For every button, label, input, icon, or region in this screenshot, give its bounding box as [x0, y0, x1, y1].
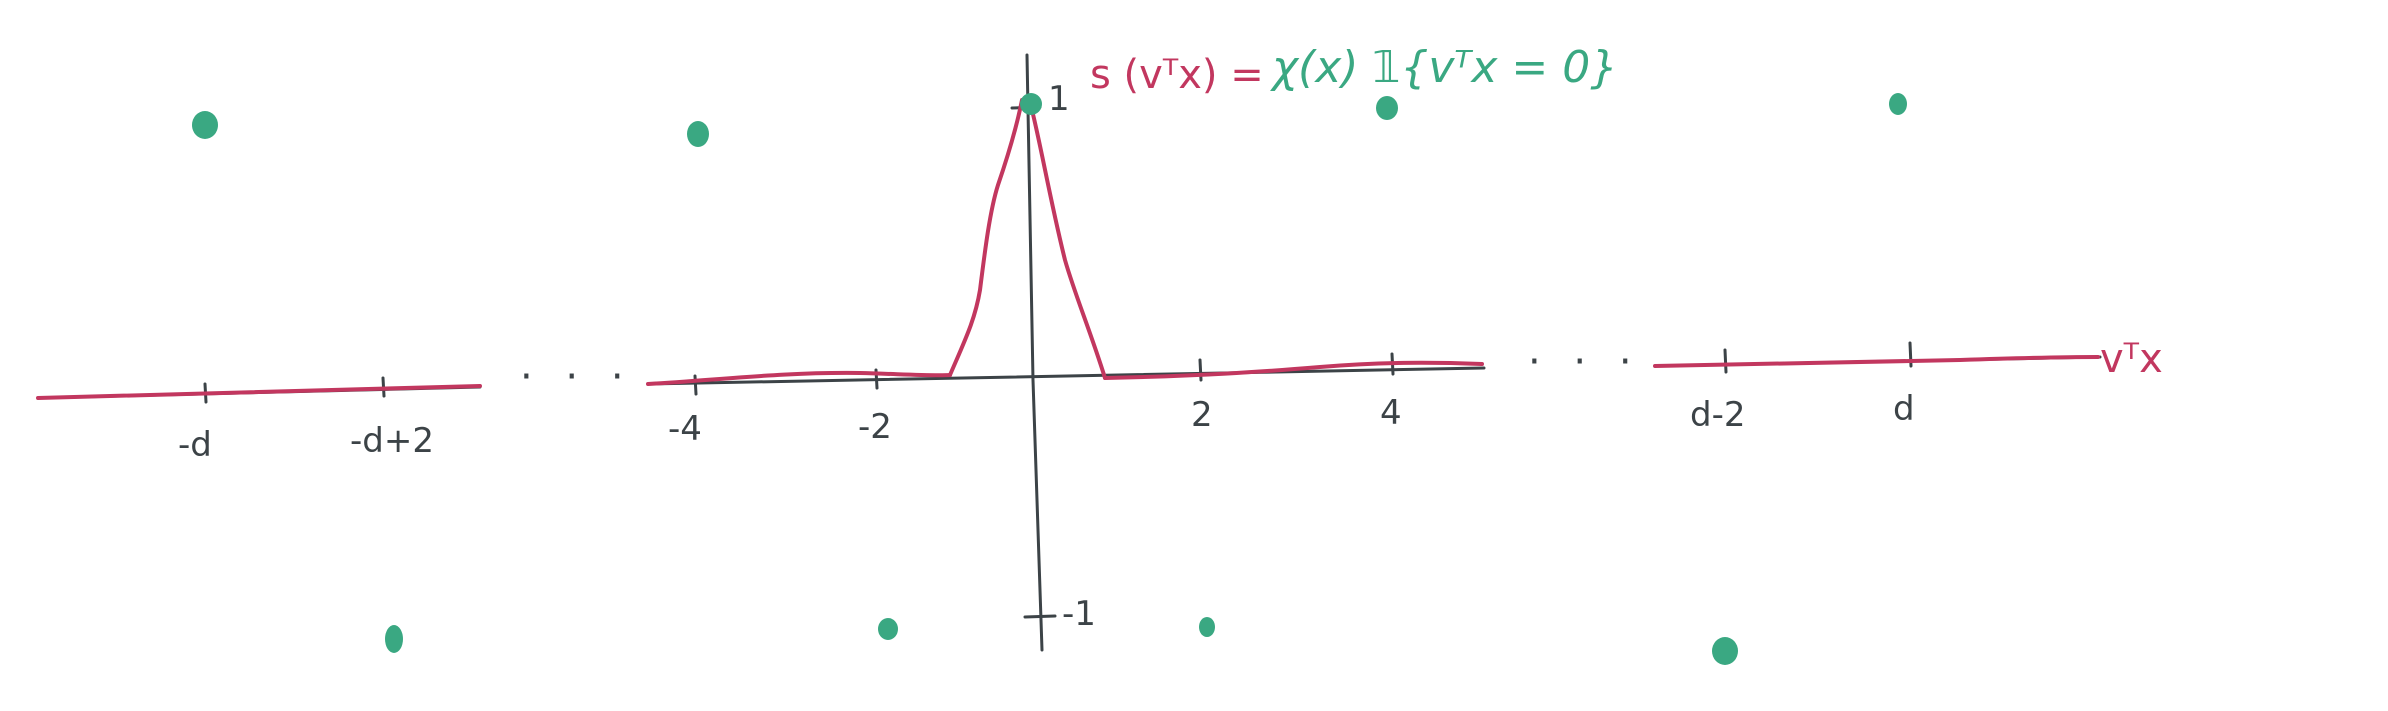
- label-pos-2: 2: [1191, 395, 1213, 435]
- label-y-top: 1: [1048, 79, 1070, 119]
- curve-segment-left: [36, 384, 482, 400]
- point-top-2: [687, 121, 709, 147]
- label-neg-4: -4: [668, 409, 702, 449]
- tick-pos-2: [1198, 358, 1203, 382]
- point-top-4: [1376, 96, 1398, 120]
- x-axis-ticks: [203, 341, 1913, 404]
- point-bottom-4: [1712, 637, 1738, 665]
- formula-lhs: s (vᵀx) =: [1090, 52, 1264, 98]
- curve-segment-right: [1653, 355, 2100, 368]
- tick-neg-4: [693, 374, 698, 396]
- label-neg-2: -2: [858, 407, 892, 447]
- point-top-5: [1889, 93, 1907, 115]
- green-points: [192, 93, 1907, 665]
- formula-rhs: χ(x) 𝟙{vᵀx = 0}: [1270, 42, 1618, 93]
- curve-bump: [948, 98, 1107, 380]
- tick-y-bottom: [1023, 614, 1057, 619]
- label-neg-d: -d: [178, 425, 212, 465]
- tick-d-minus-2: [1723, 348, 1728, 374]
- point-bottom-1: [385, 625, 403, 653]
- label-d-minus-2: d-2: [1690, 395, 1745, 435]
- curve-segment-middle-left: [646, 370, 952, 386]
- curve-s: [36, 98, 2100, 400]
- label-pos-4: 4: [1380, 393, 1402, 433]
- x-axis-label: vᵀx: [2100, 336, 2163, 382]
- point-top-3: [1020, 93, 1042, 115]
- curve-segment-middle-right: [1103, 360, 1484, 380]
- y-axis: [1025, 53, 1044, 652]
- ellipsis-right: · · ·: [1528, 339, 1642, 385]
- ellipsis-left: · · ·: [520, 354, 634, 400]
- point-top-1: [192, 111, 218, 139]
- label-d: d: [1893, 389, 1915, 429]
- label-y-bottom: -1: [1062, 594, 1096, 634]
- point-bottom-3: [1199, 617, 1215, 637]
- label-neg-d-plus-2: -d+2: [350, 421, 434, 461]
- x-axis-segment-middle: [646, 366, 1486, 386]
- x-tick-labels: -d -d+2 -4 -2 2 4 d-2 d: [178, 389, 1915, 465]
- point-bottom-2: [878, 618, 898, 640]
